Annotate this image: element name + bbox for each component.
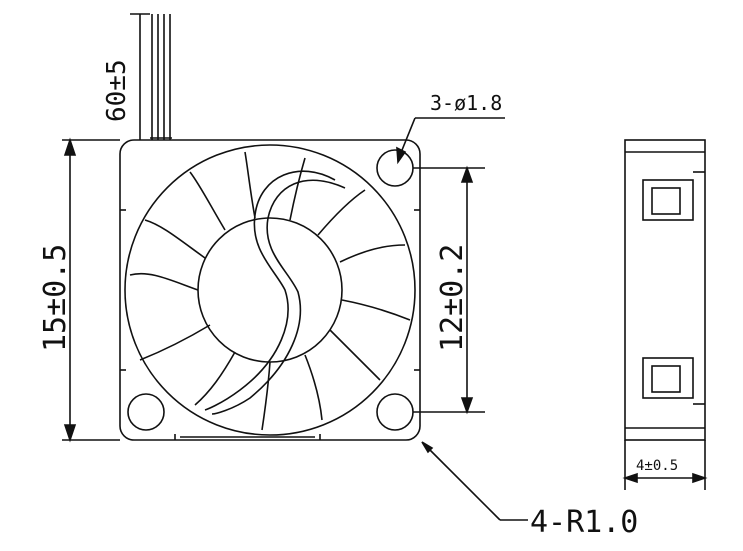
corner-radius-label: 4-R1.0: [530, 505, 638, 540]
overall-height-dimension: [62, 137, 120, 443]
thickness-label: 4±0.5: [636, 458, 678, 474]
fan-body-side: [624, 139, 706, 441]
hole-spacing-dimension: [413, 165, 485, 415]
fan-body-front: [119, 139, 421, 441]
hole-spacing-label: 12±0.2: [435, 244, 470, 352]
thickness-dimension: [622, 440, 708, 490]
fan-outer-ring: [124, 144, 416, 436]
lead-wires: [150, 14, 172, 140]
mounting-holes: [127, 149, 414, 431]
fan-hub: [197, 217, 343, 363]
wire-length-label: 60±5: [102, 59, 132, 122]
wire-length-dimension: [130, 13, 150, 140]
fan-strut: [204, 170, 346, 415]
hole-callout-leader: [396, 117, 505, 165]
mount-holes-label: 3-ø1.8: [430, 91, 502, 115]
corner-radius-leader: [421, 441, 528, 521]
overall-height-label: 15±0.5: [38, 244, 73, 352]
fan-blades: [129, 151, 411, 431]
